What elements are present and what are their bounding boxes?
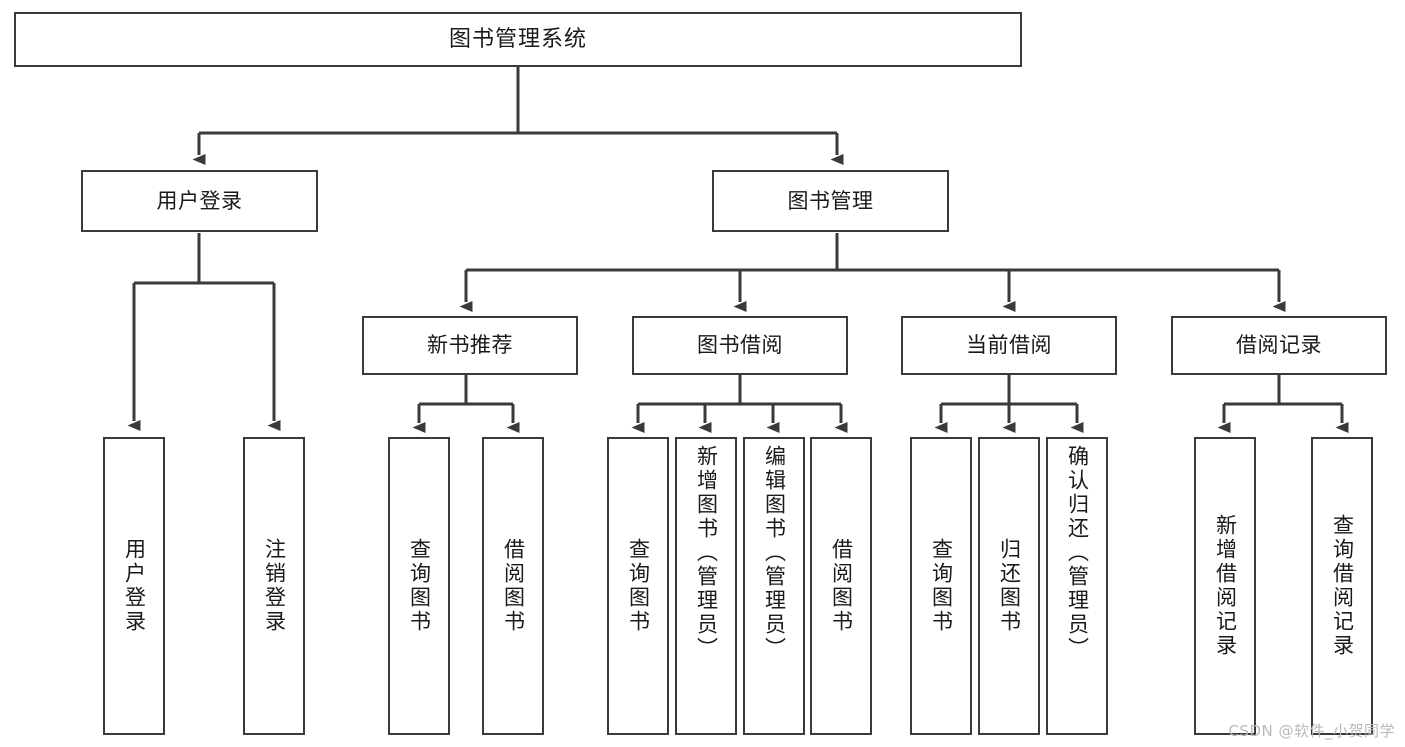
csdn-watermark: CSDN @软件_小贺同学 [1228,722,1395,740]
node-label: 图书借阅 [697,333,783,358]
node-label: 借阅图书 [829,538,854,634]
node-current-borrowing[interactable]: 当前借阅 [901,316,1117,375]
node-leaf-borrow-book-recommendation[interactable]: 借阅图书 [482,437,544,735]
node-user-login[interactable]: 用户登录 [81,170,318,232]
node-label: 当前借阅 [966,333,1052,358]
node-leaf-query-book-current[interactable]: 查询图书 [910,437,972,735]
node-leaf-return-book[interactable]: 归还图书 [978,437,1040,735]
node-leaf-add-borrow-record[interactable]: 新增借阅记录 [1194,437,1256,735]
node-leaf-confirm-return-admin[interactable]: 确认归还（管理员） [1046,437,1108,735]
node-label: 查询图书 [407,538,432,634]
node-root-book-management-system[interactable]: 图书管理系统 [14,12,1022,67]
node-book-borrowing[interactable]: 图书借阅 [632,316,848,375]
node-leaf-query-borrow-record[interactable]: 查询借阅记录 [1311,437,1373,735]
node-leaf-edit-book-admin[interactable]: 编辑图书（管理员） [743,437,805,735]
node-label: 新增借阅记录 [1213,514,1238,658]
node-label: 查询图书 [626,538,651,634]
node-label: 用户登录 [156,188,243,213]
node-borrowing-record[interactable]: 借阅记录 [1171,316,1387,375]
node-leaf-query-book-borrowing[interactable]: 查询图书 [607,437,669,735]
node-label: 新书推荐 [427,333,513,358]
node-label: 借阅记录 [1236,333,1322,358]
node-label: 编辑图书（管理员） [762,445,787,661]
node-label: 图书管理系统 [448,26,587,52]
node-book-management[interactable]: 图书管理 [712,170,949,232]
node-leaf-logout[interactable]: 注销登录 [243,437,305,735]
node-label: 注销登录 [262,538,287,634]
node-new-book-recommendation[interactable]: 新书推荐 [362,316,578,375]
node-label: 新增图书（管理员） [694,445,719,661]
node-label: 确认归还（管理员） [1065,445,1090,661]
node-label: 借阅图书 [501,538,526,634]
node-leaf-add-book-admin[interactable]: 新增图书（管理员） [675,437,737,735]
node-label: 图书管理 [787,188,874,213]
node-leaf-user-login[interactable]: 用户登录 [103,437,165,735]
node-leaf-borrow-book-borrowing[interactable]: 借阅图书 [810,437,872,735]
node-leaf-query-book-recommendation[interactable]: 查询图书 [388,437,450,735]
node-label: 归还图书 [997,538,1022,634]
node-label: 用户登录 [122,538,147,634]
node-label: 查询借阅记录 [1330,514,1355,658]
node-label: 查询图书 [929,538,954,634]
